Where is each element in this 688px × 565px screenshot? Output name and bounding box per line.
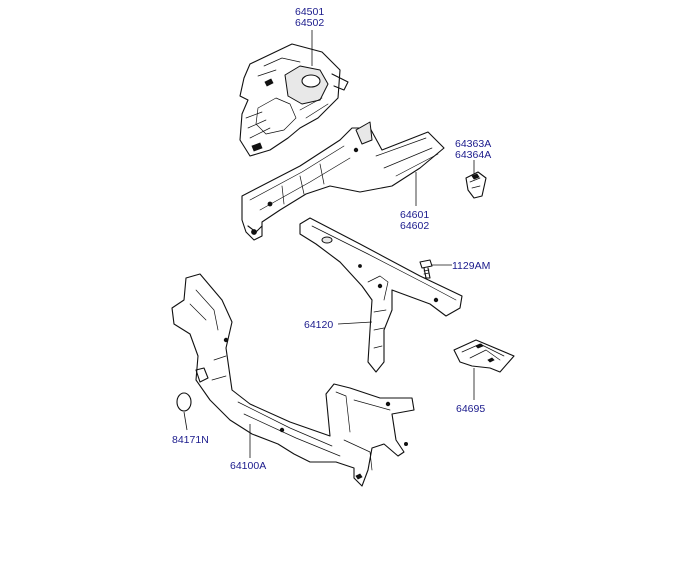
label-64120: 64120	[304, 319, 333, 331]
apron-upper-part	[239, 43, 349, 157]
leader-lines	[183, 30, 475, 458]
side-member-part	[241, 121, 445, 241]
plug-part	[176, 392, 192, 412]
label-1129am: 1129AM	[452, 260, 490, 272]
radiator-carrier-part	[171, 273, 415, 487]
label-64363a: 64363A	[455, 138, 491, 150]
part-labels: 64501 64502 64601 64602 64363A 64364A 11…	[172, 6, 491, 472]
label-64695: 64695	[456, 403, 485, 415]
small-bracket-part	[465, 171, 487, 199]
bolt-part	[419, 259, 433, 279]
label-64602: 64602	[400, 220, 429, 232]
carrier-upper-part	[299, 217, 463, 373]
label-64601: 64601	[400, 209, 429, 221]
label-64100a: 64100A	[230, 460, 266, 472]
label-64501: 64501	[295, 6, 324, 18]
label-64364a: 64364A	[455, 149, 491, 161]
label-64502: 64502	[295, 17, 324, 29]
support-bracket-part	[453, 339, 515, 373]
label-84171n: 84171N	[172, 434, 209, 446]
